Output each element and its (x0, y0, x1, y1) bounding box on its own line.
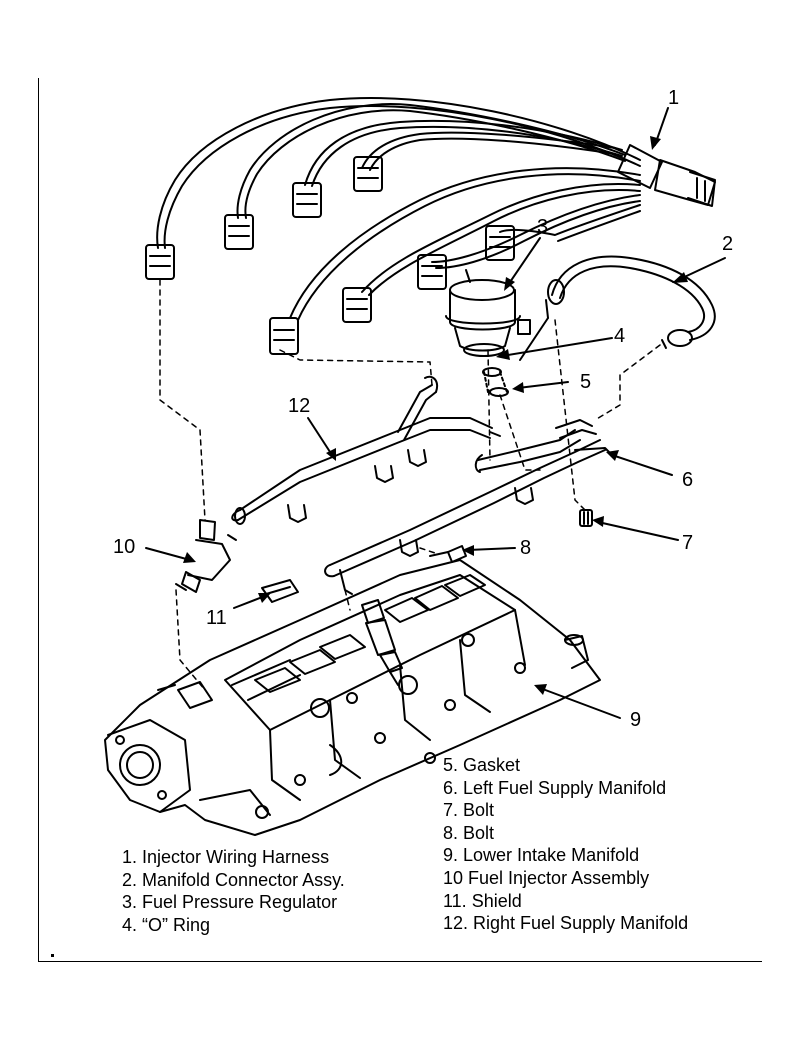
callout-12: 12 (288, 395, 311, 417)
legend-item: 7. Bolt (443, 800, 495, 821)
legend-item: 12. Right Fuel Supply Manifold (443, 913, 689, 934)
legend-right-column: 5. Gasket 6. Left Fuel Supply Manifold 7… (443, 754, 688, 935)
legend-left-column: 1. Injector Wiring Harness 2. Manifold C… (122, 846, 345, 936)
leader-lines (145, 107, 726, 719)
callout-9: 9 (630, 709, 642, 731)
frame-bottom-border (38, 961, 762, 962)
fuel-pressure-regulator (445, 269, 531, 357)
legend-item: 9. Lower Intake Manifold (443, 845, 640, 866)
legend-item: 6. Left Fuel Supply Manifold (443, 777, 667, 798)
legend-item: 1. Injector Wiring Harness (122, 847, 330, 867)
shield (261, 579, 299, 603)
callout-3: 3 (537, 216, 549, 238)
legend-item: 5. Gasket (443, 755, 521, 775)
o-ring-and-gasket (482, 367, 509, 397)
legend-item: 3. Fuel Pressure Regulator (122, 892, 338, 913)
arrow-heads (183, 136, 688, 695)
callout-8: 8 (520, 537, 532, 559)
injector-wiring-harness (156, 97, 716, 321)
legend-item: 10 Fuel Injector Assembly (443, 867, 650, 888)
scan-speck (51, 954, 54, 957)
frame-left-border (38, 78, 39, 962)
harness-connector-plugs (145, 156, 515, 355)
fuel-injector-assembly (175, 519, 403, 686)
legend-item: 2. Manifold Connector Assy. (122, 869, 345, 890)
callout-1: 1 (668, 87, 680, 109)
lower-intake-manifold (104, 559, 601, 836)
callout-11: 11 (206, 607, 227, 629)
callout-2: 2 (722, 233, 734, 255)
left-fuel-supply-manifold (324, 419, 613, 595)
callout-7: 7 (682, 532, 694, 554)
assembly-guide-lines (159, 279, 661, 691)
legend-item: 4. “O” Ring (122, 914, 211, 935)
callout-6: 6 (682, 469, 694, 491)
bolts (429, 509, 593, 563)
legend-item: 11. Shield (443, 890, 522, 911)
callout-5: 5 (580, 371, 592, 393)
callout-4: 4 (614, 325, 626, 347)
right-fuel-supply-manifold (231, 375, 501, 525)
legend-item: 8. Bolt (443, 822, 495, 843)
callout-10: 10 (113, 536, 136, 558)
